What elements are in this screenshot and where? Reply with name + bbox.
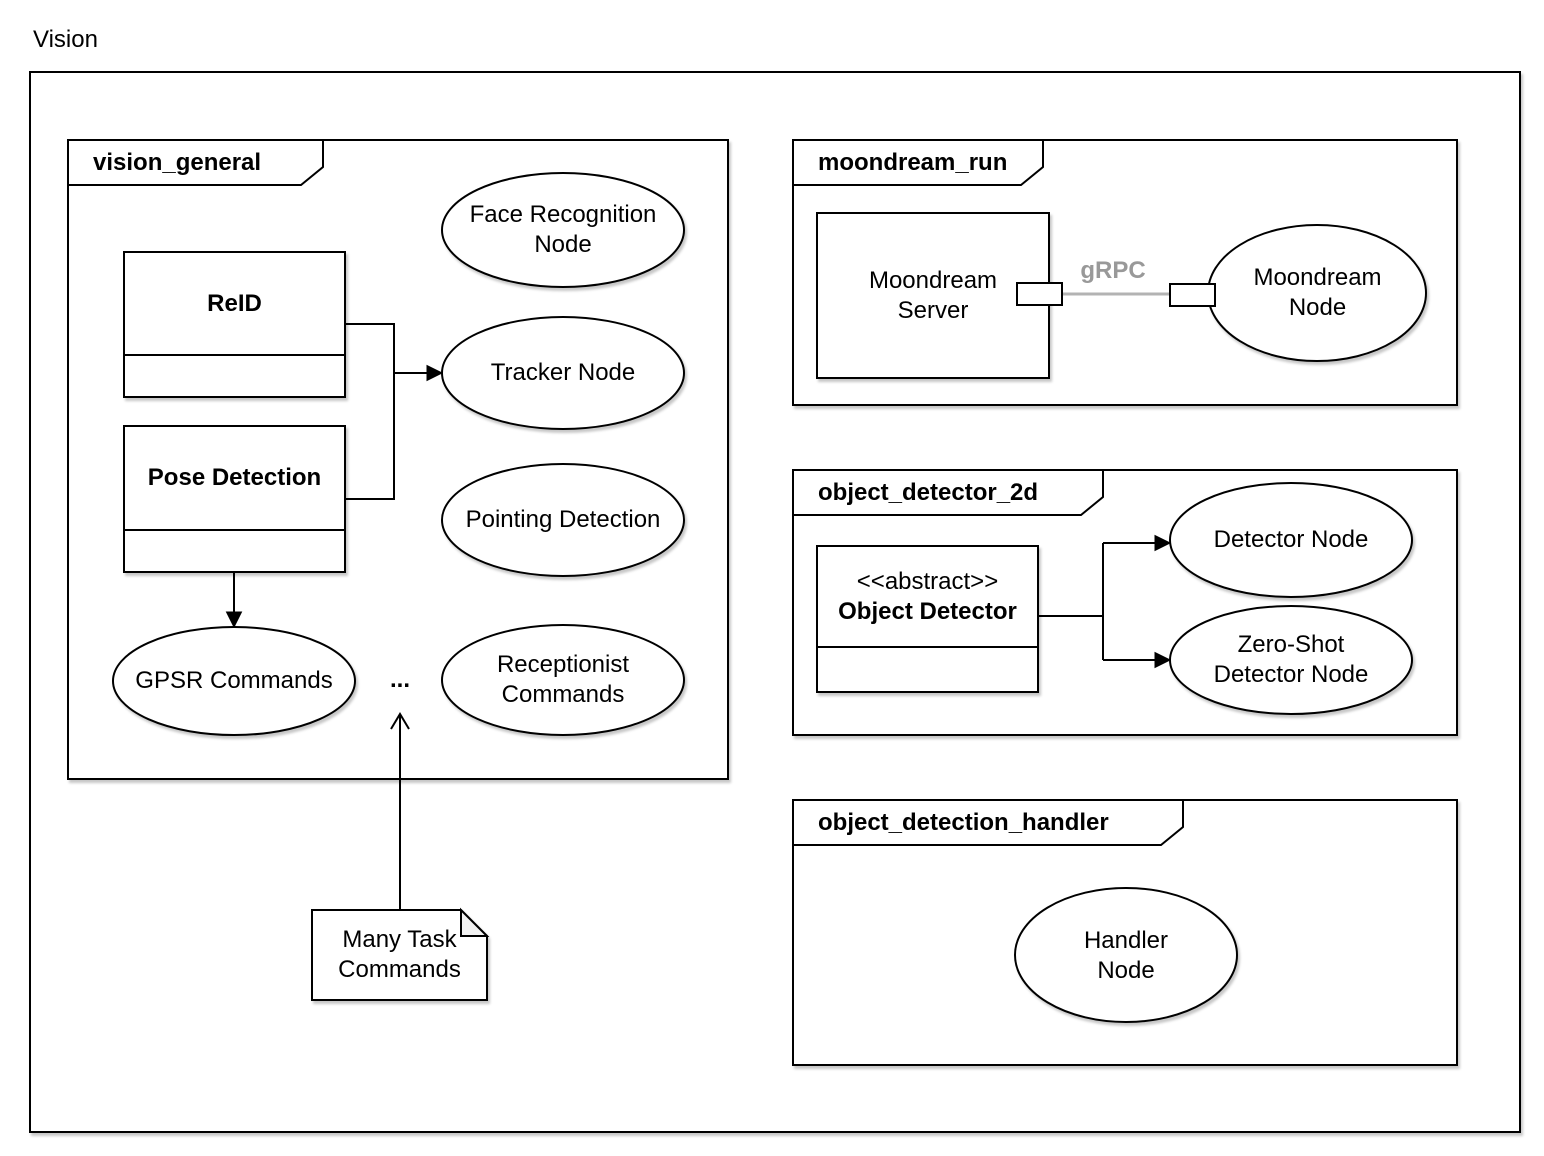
- object-detector-class-rect[interactable]: [816, 545, 1039, 693]
- pose-detection-class-rect[interactable]: [123, 425, 346, 573]
- note-fold-corner: [460, 907, 490, 937]
- object-detector-class-shape[interactable]: [816, 545, 1039, 693]
- edge-note-to-ellipsis[interactable]: [390, 712, 410, 910]
- moondream-node-port[interactable]: [1169, 283, 1216, 307]
- pose-detection-class-shape[interactable]: [123, 425, 346, 573]
- tracker-node-ellipse[interactable]: [441, 316, 685, 430]
- edge-reid-pose-to-tracker[interactable]: [345, 323, 444, 500]
- edge-ellipsis-open-arrowhead: [390, 712, 410, 730]
- edge-pose-to-gpsr[interactable]: [225, 572, 243, 629]
- edge-tracker-arrowhead: [426, 364, 444, 382]
- moondream-server-rect[interactable]: [816, 212, 1050, 379]
- edge-object-detector-to-nodes[interactable]: [1038, 534, 1172, 669]
- detector-node-ellipse[interactable]: [1169, 482, 1413, 598]
- note-body[interactable]: [311, 909, 488, 1001]
- moondream-node-ellipse[interactable]: [1207, 224, 1427, 362]
- many-task-commands-note[interactable]: [311, 907, 490, 1001]
- reid-class-rect[interactable]: [123, 251, 346, 398]
- reid-class-shape[interactable]: [123, 251, 346, 398]
- zero-shot-detector-node-ellipse[interactable]: [1169, 605, 1413, 715]
- package-vision-general-tab[interactable]: [67, 139, 324, 186]
- gpsr-commands-node-ellipse[interactable]: [112, 626, 356, 736]
- package-moondream-run-tab[interactable]: [792, 139, 1044, 186]
- package-object-detector-2d-tab[interactable]: [792, 469, 1104, 516]
- edge-zero-shot-arrowhead: [1154, 651, 1172, 669]
- package-object-detection-handler-tab[interactable]: [792, 799, 1184, 846]
- edge-detector-arrowhead: [1154, 534, 1172, 552]
- pointing-detection-node-ellipse[interactable]: [441, 463, 685, 577]
- moondream-server-port[interactable]: [1016, 282, 1063, 306]
- edge-gpsr-arrowhead: [225, 611, 243, 629]
- handler-node-ellipse[interactable]: [1014, 887, 1238, 1023]
- receptionist-commands-node-ellipse[interactable]: [441, 624, 685, 736]
- face-recognition-node-ellipse[interactable]: [441, 172, 685, 288]
